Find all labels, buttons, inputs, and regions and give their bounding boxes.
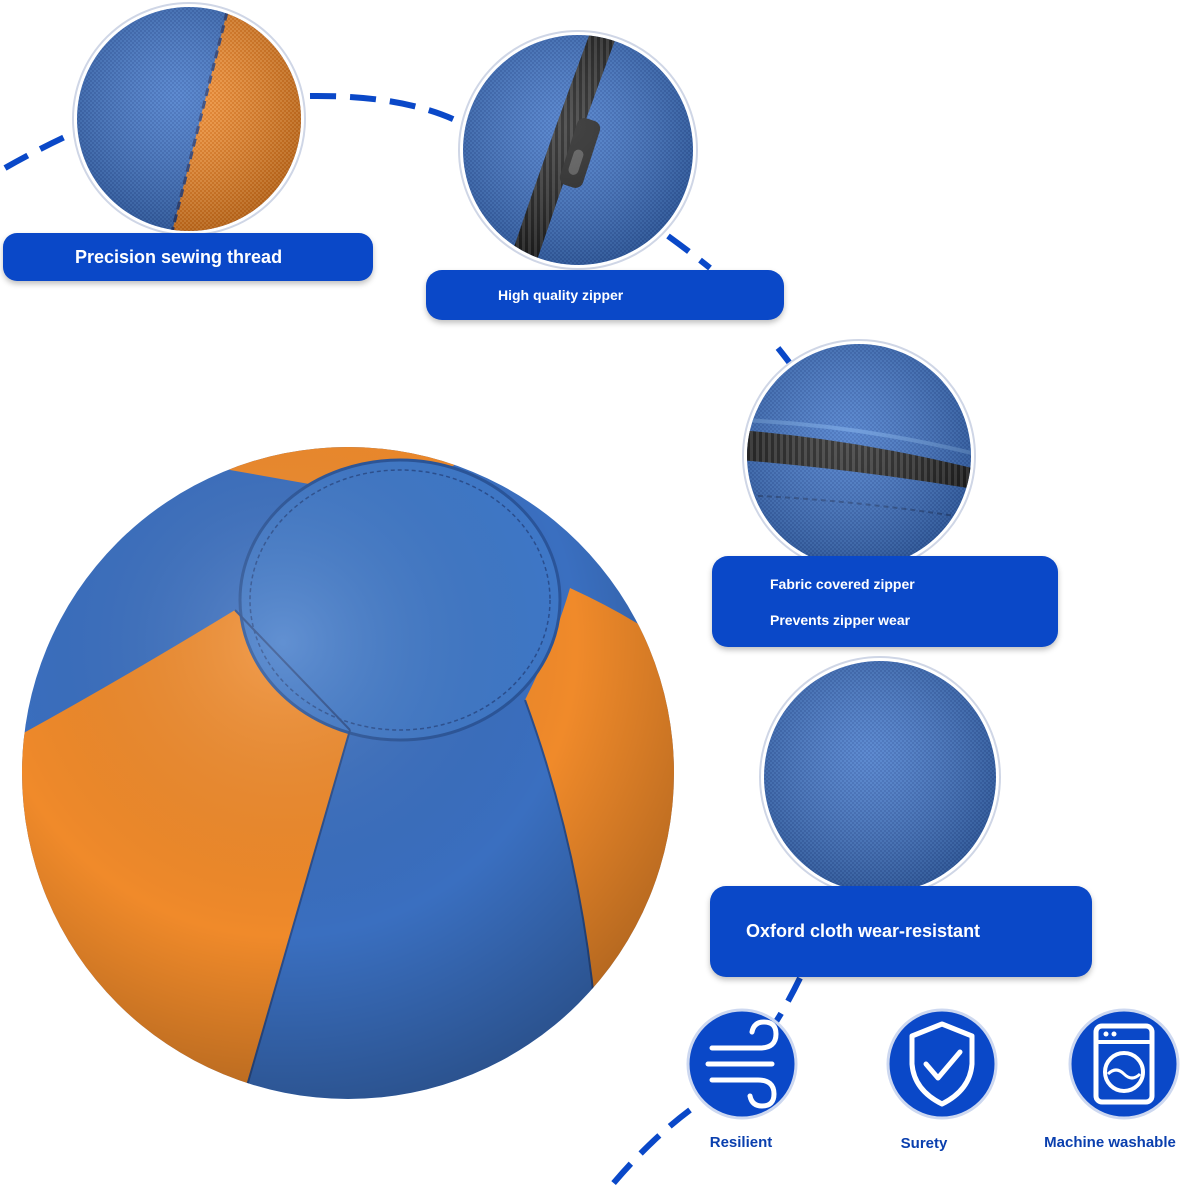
feature-label-covered-zipper: Fabric covered zipper Prevents zipper we… [712,556,1058,647]
badge-caption-resilient: Resilient [709,1134,773,1151]
feature-label-oxford: Oxford cloth wear-resistant [710,886,1092,977]
stitched-seam-closeup [72,2,306,236]
feature-label-line2: Prevents zipper wear [770,611,911,628]
wind-icon [686,1008,798,1120]
shield-check-icon [886,1008,998,1120]
feature-label-sewing: Precision sewing thread [3,233,373,281]
covered-zipper-closeup [742,339,976,573]
badge-caption-surety: Surety [900,1135,948,1152]
badge-caption-washable: Machine washable [1044,1134,1176,1151]
feature-label-zipper: High quality zipper [426,270,784,320]
washing-machine-icon [1068,1008,1180,1120]
feature-label-text: Precision sewing thread [75,246,283,267]
feature-label-line1: Fabric covered zipper [770,575,915,592]
feature-label-text: Oxford cloth wear-resistant [746,921,981,941]
ball-cover-product [22,447,674,1099]
zipper-closeup [458,30,698,270]
feature-label-text: High quality zipper [498,287,624,303]
oxford-fabric-closeup [759,656,1001,898]
